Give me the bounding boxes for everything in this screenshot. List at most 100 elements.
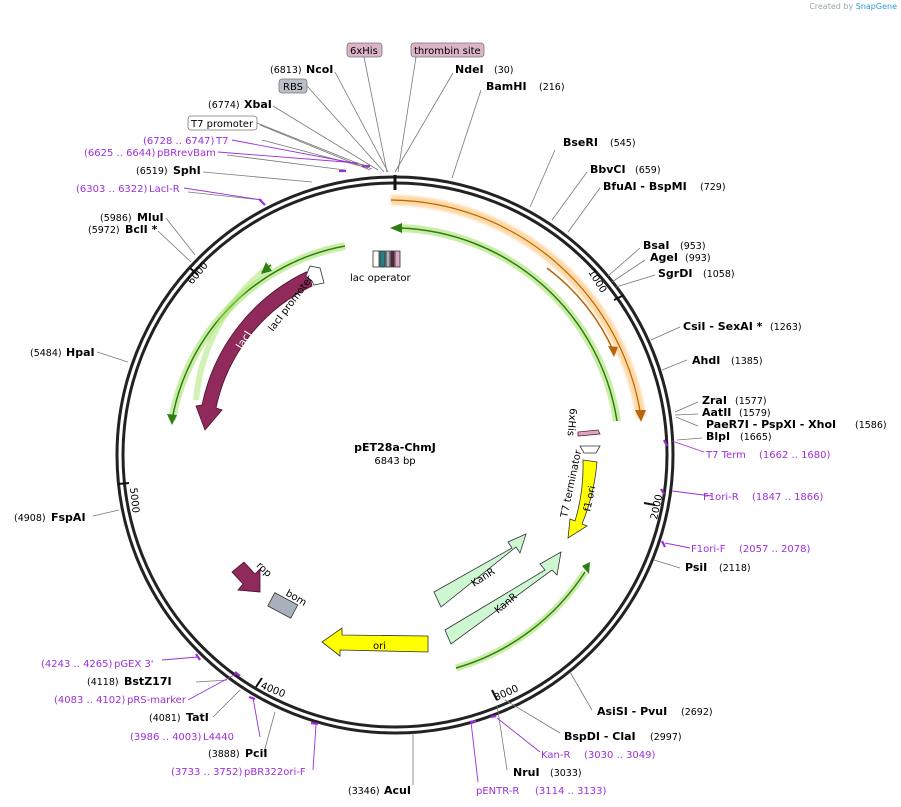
tag-6xhis-box [346, 42, 383, 58]
t7-terminator-arrow [579, 445, 601, 454]
lac-operator-block [372, 250, 380, 268]
plasmid-length: 6843 bp [374, 456, 415, 467]
primer-l4440: L4440 [203, 732, 234, 743]
kanr-arrow-2 [444, 551, 562, 645]
primer-kan-r: Kan-R [541, 750, 570, 761]
green-orf-outer [399, 227, 618, 422]
enzyme-bbvci: BbvCI [590, 163, 626, 176]
enzyme-pos-bamhi: (216) [539, 82, 565, 93]
enzyme-bcli: BclI * [125, 223, 158, 236]
enzyme-pos-fspai: (4908) [14, 513, 46, 524]
label-f1-ori: f1 ori [582, 485, 598, 513]
enzyme-pos-bcli: (5972) [88, 225, 120, 236]
green-orf-outer-glow [399, 224, 621, 422]
primer-laci-r: LacI-R [149, 184, 180, 195]
primer-range-t7-term: (1662 .. 1680) [759, 450, 831, 461]
kanr-orf [455, 571, 586, 669]
enzyme-pos-zrai: (1577) [735, 396, 767, 407]
enzyme-pos-bstz17i: (4118) [87, 677, 119, 688]
enzyme-paer7i-pspxi-xhoi: PaeR7I - PspXI - XhoI [706, 418, 836, 431]
t7-promoter-block [379, 250, 386, 268]
tick-label-6000: 6000 [186, 260, 211, 287]
enzyme-zrai: ZraI [702, 394, 727, 407]
enzyme-pos-psii: (2118) [719, 563, 751, 574]
snapgene-brand: SnapGene [855, 2, 897, 11]
enzyme-bseri: BseRI [563, 136, 598, 149]
primer-range-f1ori-f: (2057 .. 2078) [739, 544, 811, 555]
primer-range-t7: (6728 .. 6747) [143, 136, 215, 147]
his-feature-arrow [577, 429, 601, 437]
primer-leaders [161, 139, 713, 783]
primer-range-pgex3: (4243 .. 4265) [41, 659, 113, 670]
plasmid-name: pET28a-ChmJ [354, 441, 436, 454]
tag-thrombin: thrombin site [414, 46, 481, 57]
enzyme-pos-ndei: (30) [494, 65, 514, 76]
enzyme-hpai: HpaI [66, 346, 95, 359]
primer-markers [195, 164, 668, 726]
laci-feature [195, 271, 313, 431]
tag-rbs: RBS [283, 82, 303, 93]
tag-t7-promoter: T7 promoter [190, 119, 254, 130]
enzyme-agei: AgeI [650, 251, 678, 264]
enzyme-sgrdi: SgrDI [658, 267, 692, 280]
enzyme-mlui: MluI [137, 211, 164, 224]
enzyme-pos-blpi: (1665) [740, 432, 772, 443]
his-block [390, 250, 395, 268]
feature-cluster-top [372, 175, 401, 268]
chmj-orf-arrowhead [635, 410, 646, 422]
ruler-ticks [117, 177, 656, 701]
enzyme-pos-xbai: (6774) [208, 100, 240, 111]
tag-6xhis: 6xHis [350, 46, 378, 57]
bom-feature [267, 592, 299, 619]
laci-promoter-arrow [305, 265, 325, 286]
ori-feature [321, 627, 429, 657]
snapgene-credit: Created by SnapGene [809, 2, 897, 11]
primer-prs-marker: pRS-marker [127, 695, 187, 706]
enzyme-pos-hpai: (5484) [30, 348, 62, 359]
primer-range-pbr322ori-f: (3733 .. 3752) [171, 767, 243, 778]
primer-range-prs-marker: (4083 .. 4102) [54, 695, 126, 706]
enzyme-pos-mlui: (5986) [100, 213, 132, 224]
label-lac-operator: lac operator [350, 273, 411, 284]
enzyme-bamhi: BamHI [486, 80, 527, 93]
enzyme-ncoi: NcoI [306, 63, 333, 76]
enzyme-pos-bbvci: (659) [635, 165, 661, 176]
enzyme-pos-pcii: (3888) [208, 749, 240, 760]
enzyme-blpi: BlpI [706, 430, 730, 443]
primer-t7: T7 [215, 136, 228, 147]
enzyme-pos-aatii: (1579) [739, 408, 771, 419]
enzyme-pos-agei: (993) [685, 253, 711, 264]
enzyme-pos-nrui: (3033) [550, 768, 582, 779]
enzyme-asisi-pvui: AsiSI - PvuI [597, 705, 667, 718]
primer-range-l4440: (3986 .. 4003) [130, 732, 202, 743]
enzyme-bspdi-clai: BspDI - ClaI [564, 730, 636, 743]
thrombin-block [394, 250, 401, 268]
primer-range-laci-r: (6303 .. 6322) [76, 184, 148, 195]
enzyme-pos-bfuai-bspmi: (729) [700, 182, 726, 193]
green-orf-left2-glow [193, 262, 273, 401]
enzyme-pos-bseri: (545) [610, 138, 636, 149]
enzyme-pos-sgrdi: (1058) [703, 269, 735, 280]
enzyme-nrui: NruI [513, 766, 540, 779]
primer-range-f1ori-r: (1847 .. 1866) [752, 492, 824, 503]
enzyme-pos-sphi: (6519) [136, 166, 168, 177]
primer-labels: (6728 .. 6747) T7 (6625 .. 6644) pBRrevB… [41, 136, 831, 797]
enzyme-pos-ahdi: (1385) [731, 356, 763, 367]
enzyme-xbai: XbaI [244, 98, 272, 111]
enzyme-pcii: PciI [245, 747, 267, 760]
enzyme-pos-ncoi: (6813) [270, 65, 302, 76]
enzyme-labels: (6813) NcoI NdeI (30) BamHI (216) (6774)… [14, 63, 887, 797]
label-ori: ori [373, 641, 386, 652]
enzyme-ndei: NdeI [455, 63, 484, 76]
label-6xhis-inner: 6xHis [565, 408, 578, 437]
enzyme-pos-csii-sexai: (1263) [770, 322, 802, 333]
enzyme-bstz17i: BstZ17I [124, 675, 172, 688]
rop-feature [231, 561, 261, 593]
enzyme-ahdi: AhdI [692, 354, 720, 367]
primer-range-pentr-r: (3114 .. 3133) [535, 786, 607, 797]
primer-pgex3: pGEX 3' [114, 659, 154, 670]
enzyme-tati: TatI [186, 711, 209, 724]
enzyme-leaders [92, 71, 703, 785]
enzyme-sphi: SphI [173, 164, 201, 177]
